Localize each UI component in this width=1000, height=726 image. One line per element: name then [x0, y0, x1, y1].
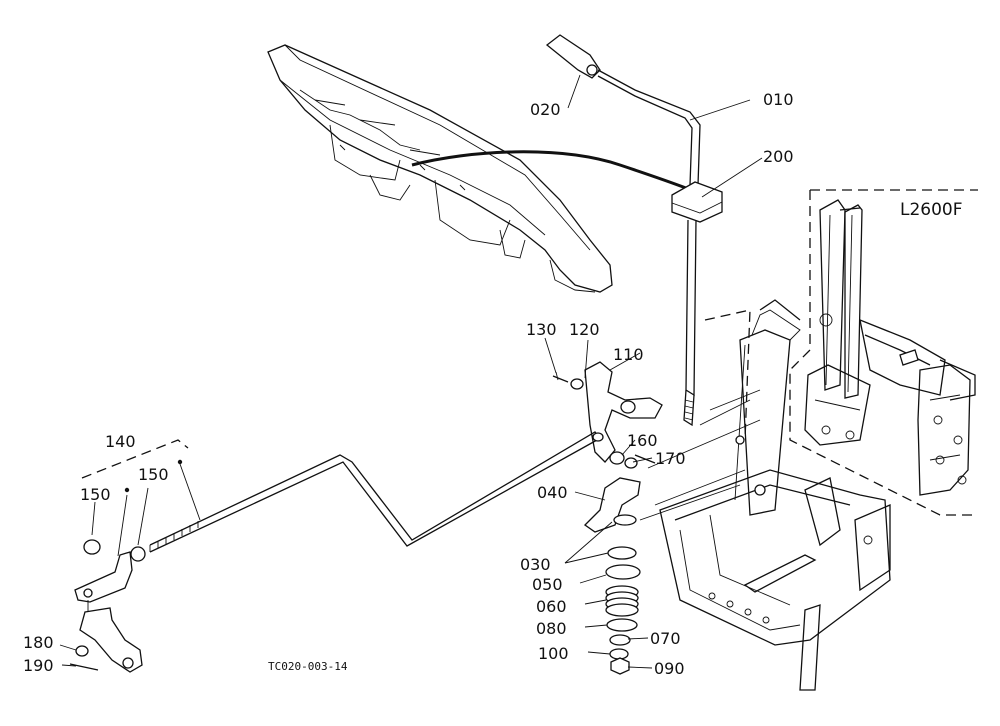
- link-rod: [149, 431, 604, 553]
- lever-guide: [671, 181, 723, 223]
- callout-190: 190: [23, 656, 54, 675]
- callout-170: 170: [655, 449, 686, 468]
- callout-040: 040: [537, 483, 568, 502]
- callout-020: 020: [530, 100, 561, 119]
- callout-030: 030: [520, 555, 551, 574]
- callout-160: 160: [627, 431, 658, 450]
- pin-190: [69, 663, 99, 671]
- callout-080: 080: [536, 619, 567, 638]
- callout-090: 090: [654, 659, 685, 678]
- callout-100: 100: [538, 644, 569, 663]
- callout-150-left: 150: [80, 485, 111, 504]
- figure-id: TC020-003-14: [268, 660, 348, 673]
- leader-lines: [59, 74, 763, 669]
- inset-model-label: L2600F: [900, 200, 963, 220]
- spring-stack: [583, 477, 641, 675]
- callout-120: 120: [569, 320, 600, 339]
- callout-130: 130: [526, 320, 557, 339]
- callout-050: 050: [532, 575, 563, 594]
- washer-100: [609, 648, 629, 660]
- callout-060: 060: [536, 597, 567, 616]
- callout-070: 070: [650, 629, 681, 648]
- lever-knob: [545, 34, 601, 79]
- callout-200: 200: [763, 147, 794, 166]
- nut-150b: [130, 546, 146, 562]
- spring-060: [605, 585, 639, 617]
- callout-150-right: 150: [138, 465, 169, 484]
- washer-080: [606, 618, 638, 632]
- washer-030b: [607, 546, 637, 560]
- callout-010: 010: [763, 90, 794, 109]
- callout-180: 180: [23, 633, 54, 652]
- washer-030a: [613, 514, 637, 526]
- cable: [411, 150, 687, 190]
- callouts: 010 020 200 110 120 130 160 170 040 030 …: [23, 90, 963, 678]
- washer-070: [609, 634, 631, 646]
- lower-left-bracket: [69, 439, 189, 673]
- washer-180: [75, 645, 89, 657]
- pin-130: [552, 375, 569, 383]
- pin-170: [634, 454, 656, 464]
- callout-110: 110: [613, 345, 644, 364]
- washer-050: [605, 564, 641, 580]
- pivot-arm: [552, 361, 663, 469]
- main-frame: [639, 299, 891, 691]
- nut-150a: [83, 539, 101, 555]
- callout-140: 140: [105, 432, 136, 451]
- washer-160: [609, 451, 625, 465]
- l2600f-inset: [789, 189, 978, 516]
- fender-panel: [267, 44, 613, 293]
- washer-120: [570, 378, 584, 390]
- nut-090: [610, 657, 630, 675]
